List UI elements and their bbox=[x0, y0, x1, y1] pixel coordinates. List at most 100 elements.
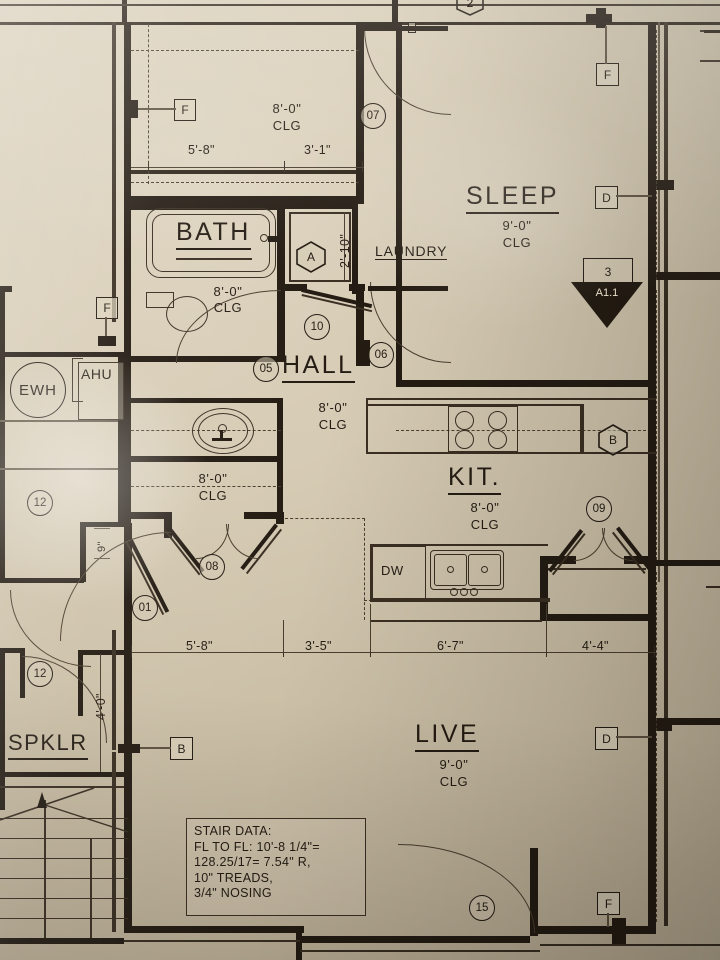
wall-closet09-left bbox=[540, 560, 548, 620]
callout-07[interactable]: 07 bbox=[360, 103, 386, 129]
door-leaf-06 bbox=[368, 286, 448, 291]
wall-bottom-2 bbox=[300, 936, 530, 943]
kitchen-ceiling-word: CLG bbox=[470, 517, 500, 532]
dimension-tick bbox=[94, 528, 110, 530]
cooktop-burner bbox=[455, 411, 474, 430]
door-swing-15 bbox=[398, 844, 535, 933]
sink-basin-left bbox=[434, 554, 467, 586]
counter-edge bbox=[370, 544, 372, 600]
stair-data-line-4: 3/4" NOSING bbox=[194, 886, 272, 900]
callout-01[interactable]: 01 bbox=[132, 595, 158, 621]
air-handler-duct bbox=[72, 358, 83, 402]
vanity-faucet bbox=[220, 430, 223, 440]
equipment-tag-A[interactable]: A bbox=[294, 240, 328, 274]
stair-data-box: STAIR DATA: FL TO FL: 10'-8 1/4"= 128.25… bbox=[186, 818, 366, 916]
wall-segment bbox=[80, 522, 126, 527]
window-opening-D bbox=[648, 180, 674, 190]
stair-rail bbox=[44, 800, 46, 938]
callout-08[interactable]: 08 bbox=[199, 554, 225, 580]
callout-12-lower[interactable]: 12 bbox=[27, 661, 53, 687]
soffit-dashed-line bbox=[131, 50, 359, 51]
wall-line bbox=[0, 786, 132, 788]
wall-entry-soffit-top bbox=[131, 170, 364, 174]
wall-segment bbox=[80, 522, 86, 582]
window-tag-D-live[interactable]: D bbox=[595, 727, 618, 750]
window-tag-F-right-top[interactable]: F bbox=[596, 63, 619, 86]
callout-09[interactable]: 09 bbox=[586, 496, 612, 522]
callout-06[interactable]: 06 bbox=[368, 342, 394, 368]
callout-15[interactable]: 15 bbox=[469, 895, 495, 921]
wall-sleep-left bbox=[396, 22, 402, 386]
sprinkler-label: SPKLR bbox=[8, 730, 88, 760]
section-marker-number[interactable]: 3 bbox=[583, 258, 633, 286]
room-label-sleep: SLEEP bbox=[466, 182, 560, 214]
dimension-tick bbox=[654, 646, 656, 657]
stair-data-line-2: 128.25/17= 7.54" R, bbox=[194, 855, 311, 869]
wall-spklr-top bbox=[78, 650, 128, 655]
wall-segment bbox=[122, 0, 127, 22]
closet-ceiling-word: CLG bbox=[198, 488, 228, 503]
wall-line bbox=[300, 950, 540, 952]
bath-ceiling-height: 8'-0" bbox=[213, 284, 243, 299]
door-tag-B[interactable]: B bbox=[170, 737, 193, 760]
faucet-handle bbox=[470, 588, 478, 596]
wall-segment bbox=[364, 22, 400, 28]
callout-05[interactable]: 05 bbox=[253, 356, 279, 382]
door-arc-09b bbox=[602, 528, 633, 561]
dimension-tick bbox=[148, 161, 150, 172]
counter-edge bbox=[366, 404, 582, 406]
section-marker-arrow bbox=[571, 282, 643, 328]
wall-line bbox=[700, 60, 720, 62]
laundry-label: LAUNDRY bbox=[375, 243, 448, 260]
window-opening-D bbox=[648, 722, 672, 731]
exterior-wall-right-outer bbox=[664, 22, 668, 582]
callout-12-upper[interactable]: 12 bbox=[27, 490, 53, 516]
wall-dashed bbox=[656, 572, 657, 922]
window-tag-F-live[interactable]: F bbox=[597, 892, 620, 915]
tag-leader-line bbox=[140, 747, 171, 749]
tag-leader-line bbox=[616, 195, 652, 197]
wall-line bbox=[349, 212, 351, 282]
wall-left-bottom bbox=[124, 752, 132, 932]
tag-leader-line bbox=[605, 26, 607, 64]
entry-ceiling-height: 8'-0" bbox=[272, 101, 302, 116]
sleep-ceiling-word: CLG bbox=[502, 235, 532, 250]
dimension-bottom-2: 3'-5" bbox=[305, 639, 332, 653]
wall-closet09-bottom bbox=[540, 614, 656, 621]
wall-line bbox=[124, 940, 304, 942]
dimension-line-laundry bbox=[344, 212, 345, 280]
wall-spklr-bottom bbox=[0, 772, 130, 777]
window-opening-F bbox=[98, 336, 116, 346]
window-tag-F-left[interactable]: F bbox=[96, 297, 118, 319]
wall-bath-top bbox=[131, 204, 283, 210]
window-tag-D-right[interactable]: D bbox=[595, 186, 618, 209]
sleep-ceiling-height: 9'-0" bbox=[502, 218, 532, 233]
tag-leader-line bbox=[607, 913, 609, 927]
exterior-wall-left-lower bbox=[124, 358, 131, 523]
exterior-wall-left-upper bbox=[124, 22, 131, 322]
dimension-tick bbox=[94, 558, 110, 560]
fridge-edge bbox=[582, 404, 584, 454]
exterior-wall-left bbox=[124, 322, 131, 358]
room-label-live: LIVE bbox=[415, 720, 480, 752]
equipment-tag-B[interactable]: B bbox=[596, 423, 630, 457]
window-opening-F bbox=[128, 100, 138, 118]
wall-line bbox=[540, 944, 720, 946]
wall-segment bbox=[118, 352, 124, 524]
window-tag-F-top[interactable]: F bbox=[174, 99, 196, 121]
dimension-tick bbox=[362, 161, 364, 172]
soffit-dashed-line bbox=[285, 518, 365, 519]
wall-jamb bbox=[164, 512, 172, 538]
entry-ceiling-word: CLG bbox=[272, 118, 302, 133]
dimension-bottom-4: 4'-4" bbox=[582, 639, 609, 653]
callout-10[interactable]: 10 bbox=[304, 314, 330, 340]
counter-front bbox=[370, 600, 550, 602]
dimension-door-offset: 9" bbox=[96, 541, 108, 552]
wall-opening bbox=[0, 286, 12, 292]
wall-line bbox=[112, 752, 116, 932]
soffit-dashed-line bbox=[364, 518, 365, 620]
wall-line bbox=[664, 566, 668, 726]
wall-vertical-mid bbox=[356, 284, 364, 366]
wall-line bbox=[289, 212, 351, 214]
room-label-kitchen: KIT. bbox=[448, 463, 502, 495]
